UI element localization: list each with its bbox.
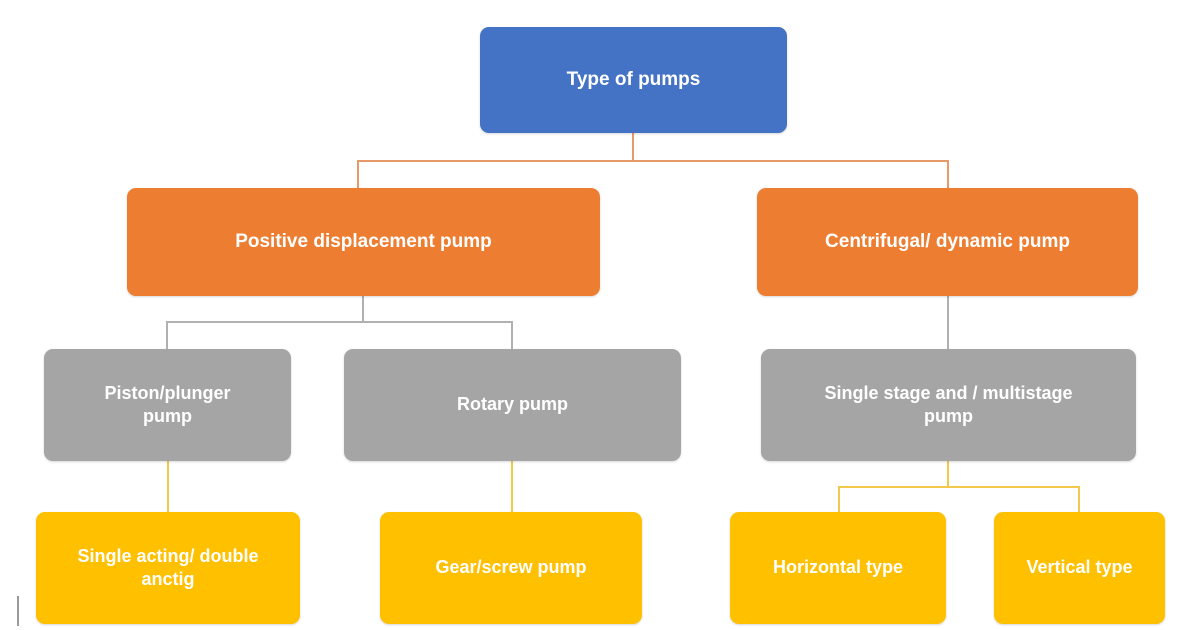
connector-to-vertical-type [1078, 486, 1080, 512]
node-label: Type of pumps [566, 68, 701, 90]
node-type-of-pumps[interactable]: Type of pumps [480, 27, 787, 133]
connector-level-three-left-bus [166, 321, 513, 323]
node-single-stage-multistage-pump[interactable]: Single stage and / multistage pump [761, 349, 1136, 461]
node-vertical-type[interactable]: Vertical type [994, 512, 1165, 624]
node-label: Rotary pump [456, 394, 568, 415]
node-rotary-pump[interactable]: Rotary pump [344, 349, 681, 461]
connector-to-centrifugal [947, 160, 949, 189]
connector-to-piston-plunger [166, 321, 168, 349]
node-label: Positive displacement pump [235, 230, 492, 252]
node-label: Single acting/ double anctig [77, 545, 259, 589]
connector-single-multistage-stem [947, 461, 949, 488]
node-centrifugal-dynamic-pump[interactable]: Centrifugal/ dynamic pump [757, 188, 1138, 296]
node-single-acting-double-anctig[interactable]: Single acting/ double anctig [36, 512, 300, 624]
node-label: Gear/screw pump [435, 557, 587, 578]
node-label: Centrifugal/ dynamic pump [825, 230, 1070, 252]
connector-to-positive-displacement [357, 160, 359, 189]
node-label: Vertical type [1026, 557, 1133, 578]
connector-piston-to-single-double-acting [167, 461, 169, 512]
connector-root-stem [632, 133, 634, 162]
connector-positive-displacement-stem [362, 296, 364, 323]
connector-to-horizontal-type [838, 486, 840, 512]
connector-to-rotary [511, 321, 513, 349]
connector-to-single-multistage [947, 296, 949, 349]
node-horizontal-type[interactable]: Horizontal type [730, 512, 946, 624]
node-positive-displacement-pump[interactable]: Positive displacement pump [127, 188, 600, 296]
connector-level-two-bus [357, 160, 949, 162]
text-caret-artifact [17, 596, 19, 626]
node-piston-plunger-pump[interactable]: Piston/plunger pump [44, 349, 291, 461]
connector-level-four-right-bus [838, 486, 1080, 488]
connector-rotary-to-gear-screw [511, 461, 513, 512]
node-gear-screw-pump[interactable]: Gear/screw pump [380, 512, 642, 624]
node-label: Horizontal type [772, 557, 903, 578]
node-label: Single stage and / multistage pump [824, 382, 1073, 426]
node-label: Piston/plunger pump [104, 382, 231, 426]
